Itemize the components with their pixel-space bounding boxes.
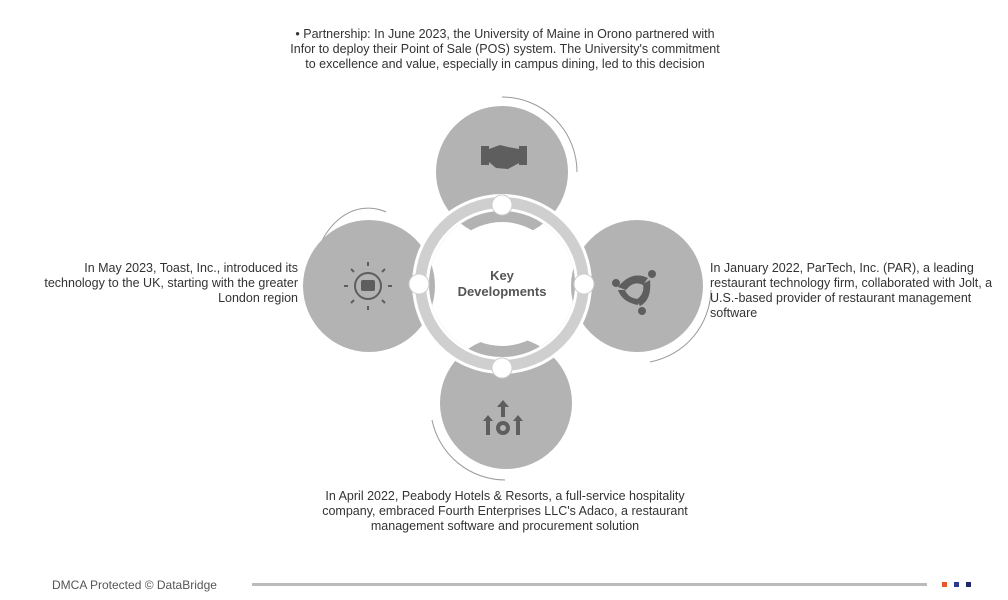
top-arc [501,96,578,173]
development-text-left: In May 2023, Toast, Inc., introduced its… [44,261,298,305]
bottom-circle [440,337,572,469]
brand-square-orange [942,582,947,587]
growth-gear-icon [483,400,523,435]
development-text-right: In January 2022, ParTech, Inc. (PAR), a … [710,261,993,320]
development-text-bottom: In April 2022, Peabody Hotels & Resorts,… [322,489,688,533]
connector-dot-bottom [491,357,513,379]
center-label-line2: Developments [458,284,547,299]
right-arc [649,289,712,363]
center-label-line1: Key [490,268,515,283]
connector-dot-top [491,194,513,216]
connector-dot-left [408,273,430,295]
footer-copyright: DMCA Protected © DataBridge [52,578,217,592]
brand-square-navy [966,582,971,587]
footer-divider [252,583,927,586]
brand-square-blue [954,582,959,587]
connector-dot-right [573,273,595,295]
global-distribution-icon [344,262,392,310]
handshake-icon [481,145,527,169]
collaboration-icon [612,270,656,315]
development-text-top: • Partnership: In June 2023, the Univers… [290,27,720,71]
bottom-arc [431,419,506,481]
right-circle [571,220,703,352]
